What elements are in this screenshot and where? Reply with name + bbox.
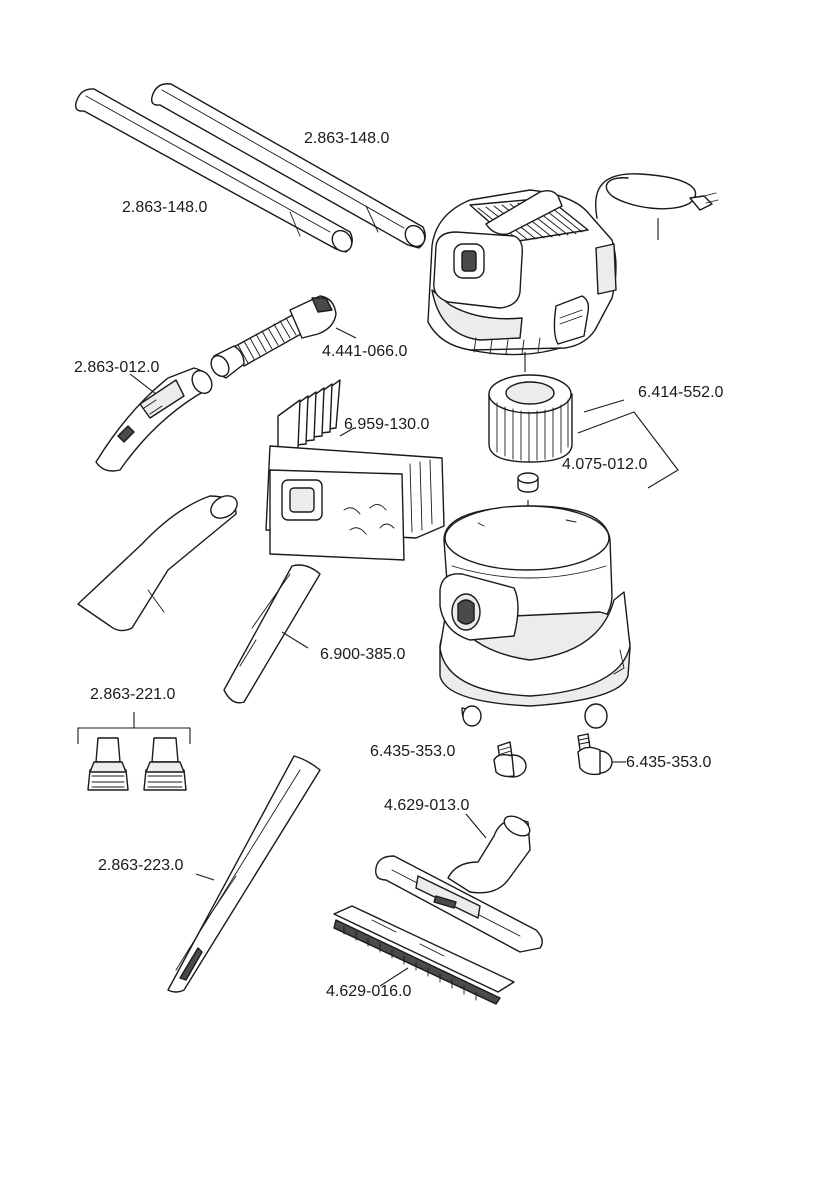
label-crevice-nozzle: 6.900-385.0 bbox=[320, 646, 406, 663]
label-floor-nozzle: 4.629-013.0 bbox=[384, 797, 470, 814]
label-hose-elbow: 2.863-012.0 bbox=[74, 359, 160, 376]
suction-hose[interactable] bbox=[208, 295, 337, 380]
label-suction-tube-lower: 2.863-148.0 bbox=[122, 199, 208, 216]
label-crevice-nozzle-long: 2.863-223.0 bbox=[98, 857, 184, 874]
suction-tube-lower[interactable] bbox=[74, 88, 356, 255]
bags-leader bbox=[339, 427, 355, 437]
label-filter-bags: 6.959-130.0 bbox=[344, 416, 430, 433]
label-castor-left: 6.435-353.0 bbox=[370, 743, 456, 760]
floor-nozzle-leader bbox=[465, 813, 487, 839]
filter-bags[interactable] bbox=[265, 379, 445, 561]
castor-left[interactable] bbox=[493, 741, 527, 778]
crevice-nozzle[interactable] bbox=[223, 564, 321, 704]
label-filter-nut: 4.075-012.0 bbox=[562, 456, 648, 473]
nozzle-adapters[interactable] bbox=[77, 712, 191, 791]
filter-nut[interactable] bbox=[517, 472, 539, 493]
upholstery-nozzle[interactable] bbox=[77, 491, 241, 632]
brush-strip-leader bbox=[379, 967, 409, 987]
long-crevice-leader bbox=[195, 873, 215, 881]
suction-tube-upper[interactable] bbox=[150, 83, 429, 250]
hose-elbow[interactable] bbox=[95, 367, 216, 472]
vacuum-motor-head[interactable] bbox=[427, 173, 719, 356]
filter-bracket-leader bbox=[577, 399, 679, 489]
label-castor-right: 6.435-353.0 bbox=[626, 754, 712, 771]
label-cartridge-filter: 6.414-552.0 bbox=[638, 384, 724, 401]
castor-right[interactable] bbox=[577, 733, 613, 776]
hose-leader bbox=[335, 327, 357, 339]
crevice-nozzle-long[interactable] bbox=[167, 755, 321, 993]
label-nozzle-adapters: 2.863-221.0 bbox=[90, 686, 176, 703]
elbow-leader bbox=[129, 373, 157, 395]
floor-nozzle[interactable] bbox=[375, 812, 543, 953]
dirt-container[interactable] bbox=[439, 505, 631, 729]
label-brush-strip: 4.629-016.0 bbox=[326, 983, 412, 1000]
crevice-leader bbox=[281, 631, 309, 649]
cartridge-filter[interactable] bbox=[488, 374, 573, 463]
brush-strip[interactable] bbox=[333, 905, 515, 1005]
label-suction-hose: 4.441-066.0 bbox=[322, 343, 408, 360]
label-suction-tube-upper: 2.863-148.0 bbox=[304, 130, 390, 147]
